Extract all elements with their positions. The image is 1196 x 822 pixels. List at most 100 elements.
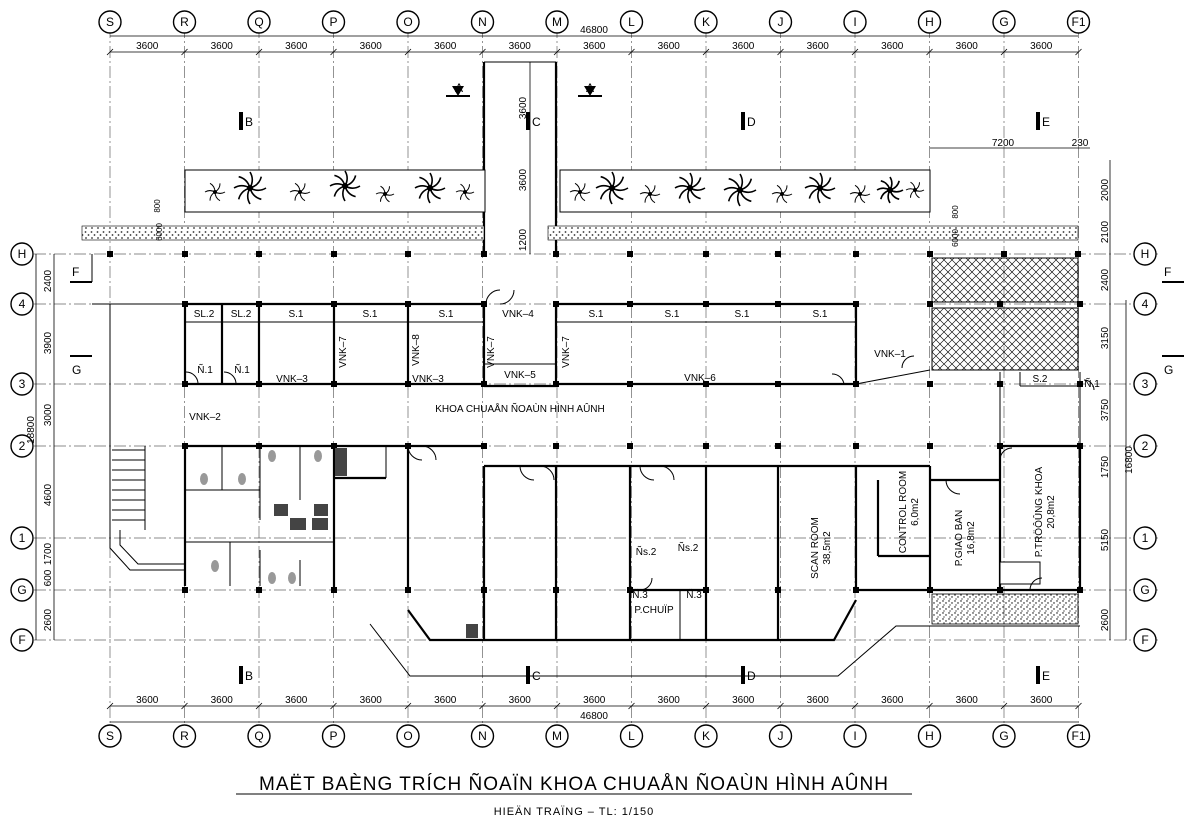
column-post [331, 301, 337, 307]
row-bubble-label: F [1141, 633, 1148, 647]
column-bubble [172, 724, 197, 748]
span-label-bottom: 3600 [360, 695, 383, 706]
column-post [775, 301, 781, 307]
room-scan-area: 38,5m2 [822, 531, 833, 565]
row-bubble-label: 4 [19, 297, 26, 311]
structural-columns [107, 251, 1083, 593]
column-post [481, 301, 487, 307]
room-vnk1: VNK–1 [874, 349, 906, 360]
span-label-top: 3600 [583, 41, 606, 52]
column-post [853, 251, 859, 257]
column-bubble-label: L [628, 729, 635, 743]
column-bubble [768, 10, 793, 34]
span-label-bottom: 3600 [956, 695, 979, 706]
left-dim-total: 18800 [26, 416, 37, 444]
column-post [553, 587, 559, 593]
svg-text:E: E [1042, 115, 1050, 129]
column-post [703, 251, 709, 257]
span-label-bottom: 3600 [285, 695, 308, 706]
column-bubble-label: N [478, 15, 487, 29]
room-vnk5: VNK–5 [504, 370, 536, 381]
column-bubble-label: H [925, 15, 934, 29]
column-post [481, 443, 487, 449]
column-bubble-label: P [329, 15, 337, 29]
column-bubble-label: G [999, 15, 1008, 29]
column-post [1077, 587, 1083, 593]
span-label-top: 3600 [509, 41, 532, 52]
shrub-small [569, 182, 591, 202]
right-dim-total: 16800 [1124, 446, 1135, 474]
column-post [256, 301, 262, 307]
column-bubble-label: F1 [1071, 15, 1085, 29]
svg-text:G: G [72, 363, 81, 377]
column-bubble-label: J [778, 729, 784, 743]
svg-text:B: B [245, 669, 253, 683]
dim-tick [404, 702, 412, 710]
column-post [627, 587, 633, 593]
shrub-small [905, 181, 925, 199]
planter-left [184, 169, 486, 213]
row-bubble [10, 242, 34, 266]
dim-tick [106, 702, 114, 710]
dim-tick [106, 48, 114, 56]
column-bubble [247, 10, 271, 34]
span-label-top: 3600 [658, 41, 681, 52]
room-s1-f: S.1 [734, 309, 749, 320]
room-control-area: 6,0m2 [910, 498, 921, 526]
column-bubble [694, 10, 718, 34]
dim-tick [926, 48, 933, 56]
span-label-top: 3600 [1030, 41, 1053, 52]
row-bubble-label: 3 [1142, 377, 1149, 391]
dim-tick [255, 702, 263, 710]
column-post [775, 381, 781, 387]
right-dim-1: 2000 [1100, 178, 1111, 201]
row-bubble [1133, 526, 1157, 550]
column-post [927, 381, 933, 387]
dim-tick [181, 48, 188, 56]
dim-tick [1000, 48, 1008, 56]
hatched-zone-2 [931, 307, 1079, 371]
span-label-bottom: 3600 [583, 695, 606, 706]
column-bubble [545, 724, 569, 748]
bottom-dimension-line: 46800 [106, 702, 1082, 723]
shrub-large [233, 171, 267, 205]
dim-tick [181, 702, 188, 710]
column-post [627, 251, 633, 257]
column-post [997, 301, 1003, 307]
column-bubble-label: G [999, 729, 1008, 743]
column-bubble [768, 724, 793, 748]
column-post [331, 587, 337, 593]
dim-tick [404, 48, 412, 56]
left-dim-1: 2400 [43, 269, 54, 292]
column-bubble [470, 10, 495, 34]
row-bubble [1133, 292, 1157, 316]
svg-text:C: C [532, 115, 541, 129]
column-bubble [1066, 724, 1091, 748]
column-bubble [98, 10, 122, 34]
column-post [553, 381, 559, 387]
column-post [256, 381, 262, 387]
column-post [627, 381, 633, 387]
row-bubble-label: G [1140, 583, 1149, 597]
span-label-bottom: 3600 [434, 695, 457, 706]
dim-6000-right: 6000 [951, 229, 960, 247]
span-label-bottom: 3600 [807, 695, 830, 706]
shrub-large [804, 172, 836, 204]
dim-tick [1075, 48, 1082, 56]
column-post [1077, 301, 1083, 307]
dim-tick [851, 48, 859, 56]
svg-text:G: G [1164, 363, 1173, 377]
row-mark-f-left: F [70, 265, 92, 283]
dim-230: 230 [1072, 138, 1089, 149]
column-post [553, 251, 559, 257]
section-mark-right: A [578, 81, 602, 97]
column-bubble-label: L [628, 15, 635, 29]
column-post [1077, 381, 1083, 387]
row-bubble-label: H [1141, 247, 1150, 261]
column-post [775, 251, 781, 257]
right-dim-2: 2100 [1100, 220, 1111, 243]
row-bubble-label: 2 [19, 439, 26, 453]
svg-text:E: E [1042, 669, 1050, 683]
